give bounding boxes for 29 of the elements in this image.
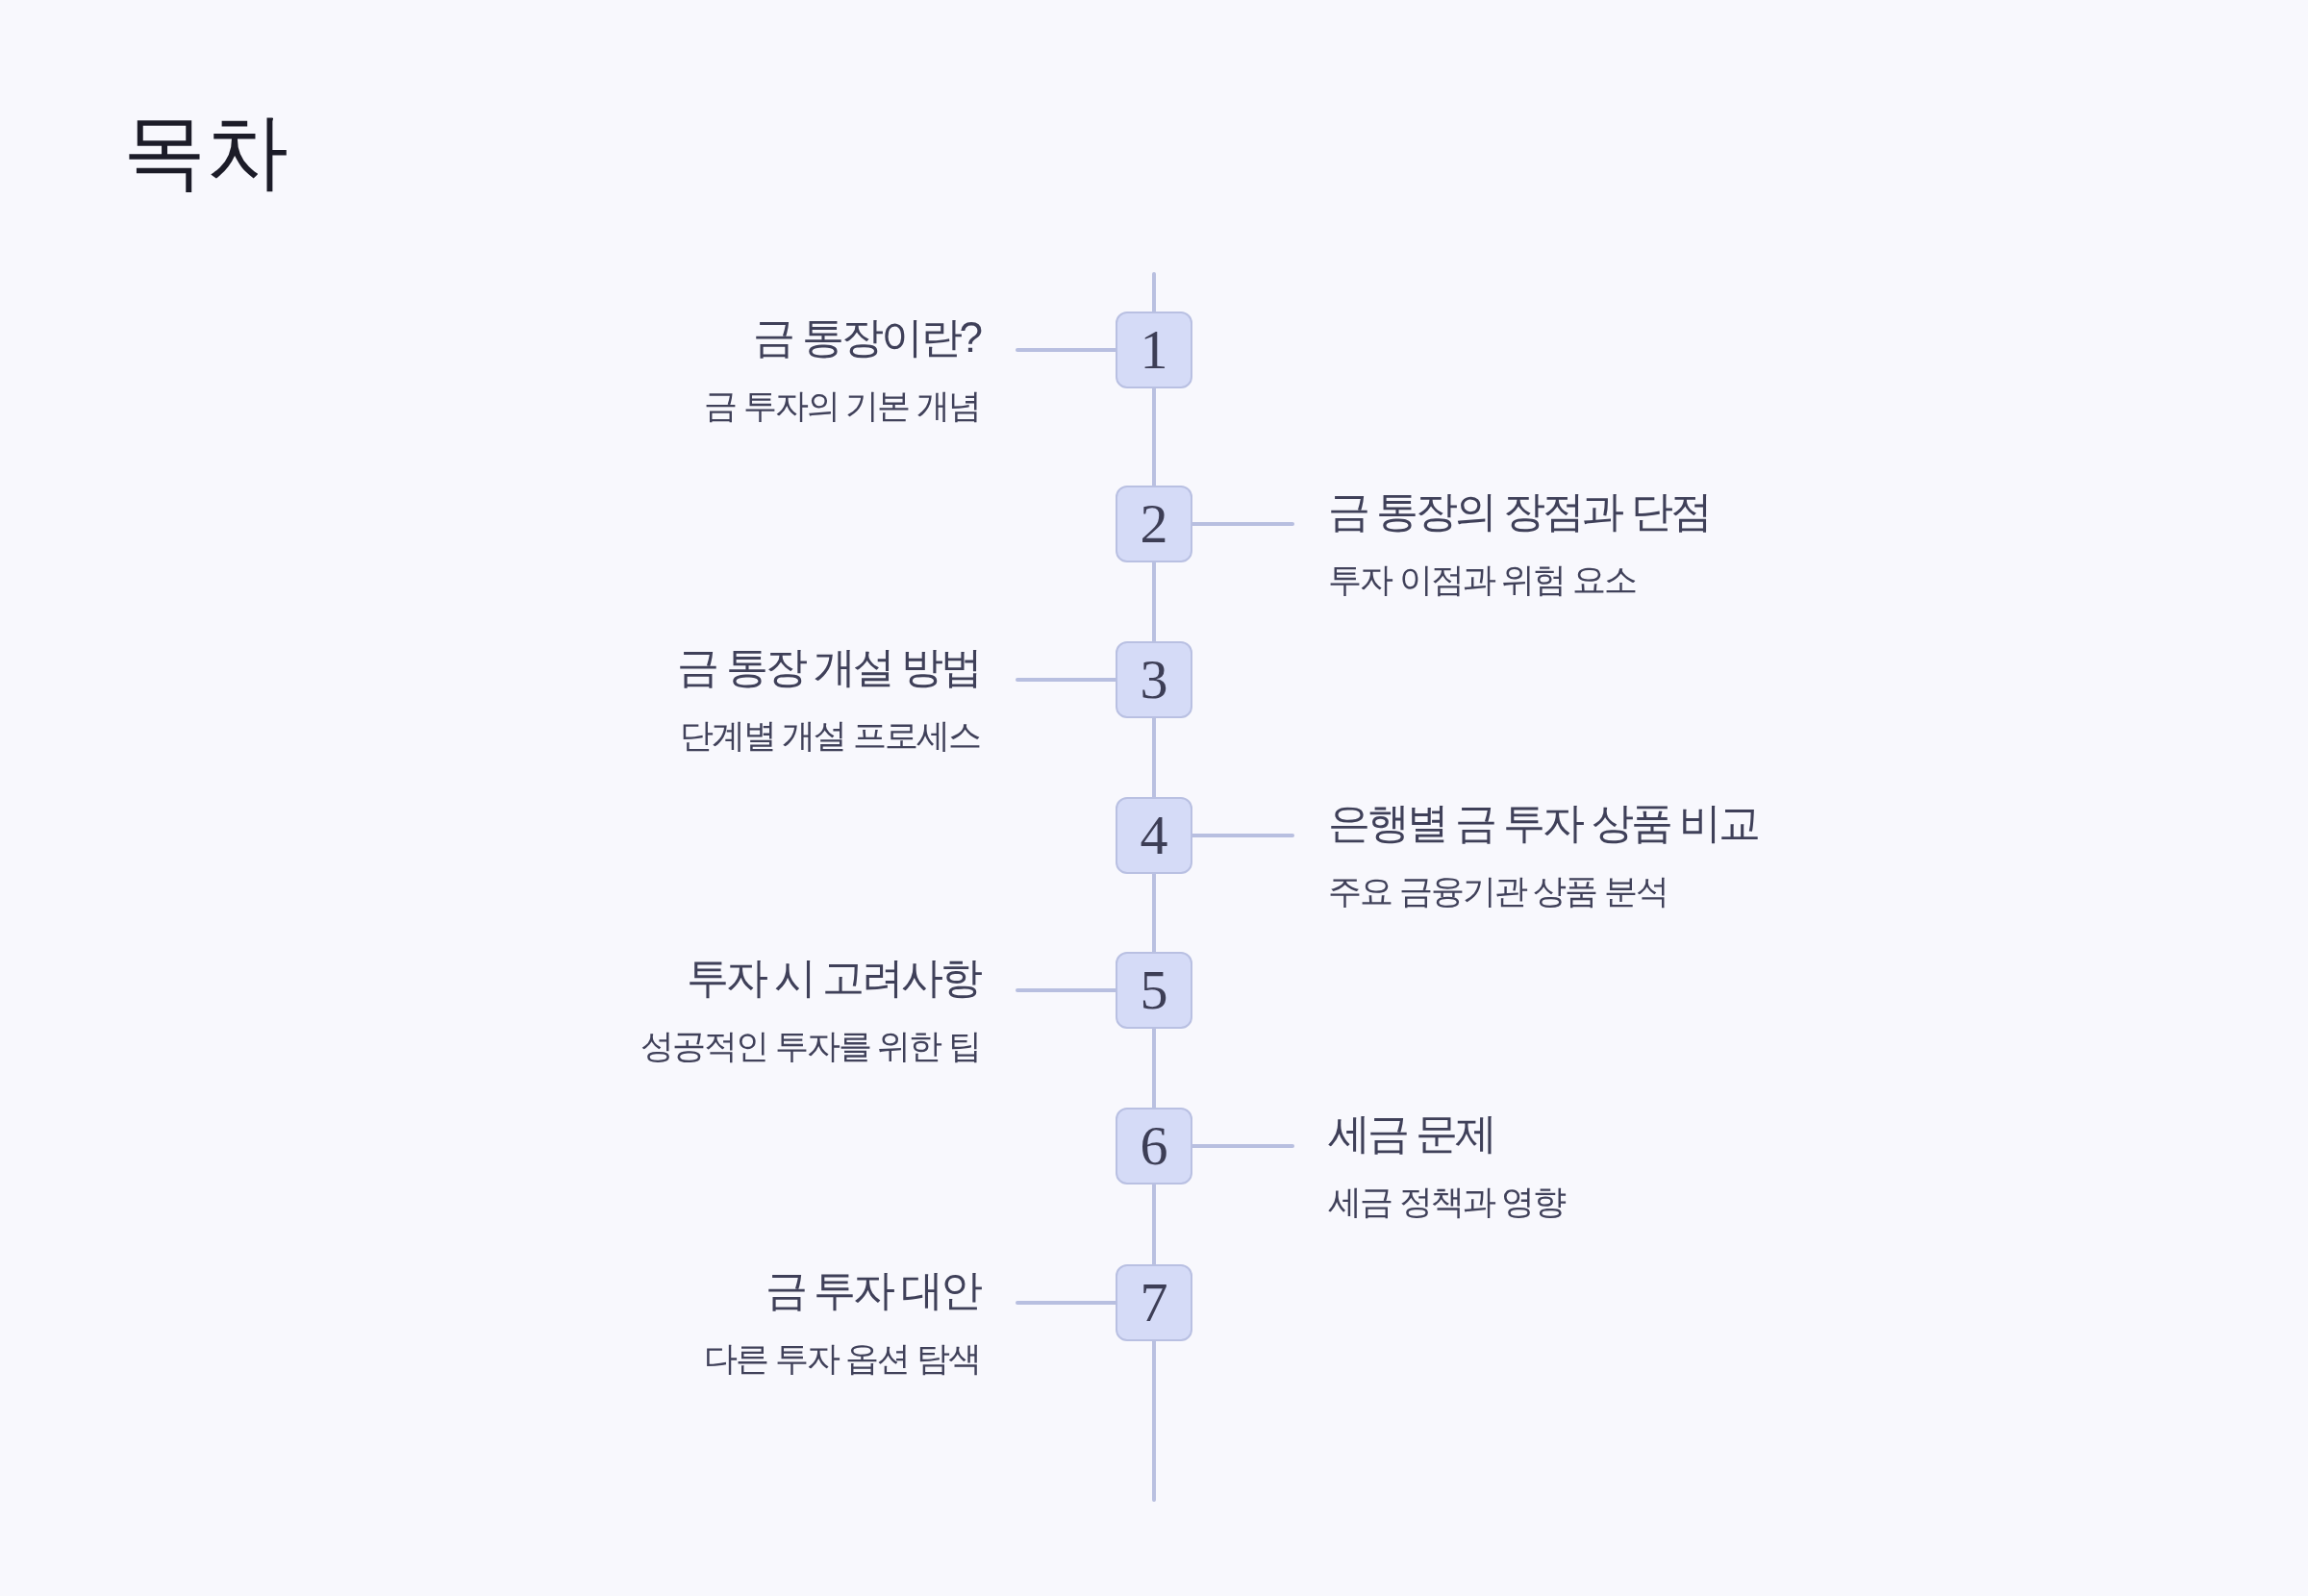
connector-line bbox=[1016, 1301, 1117, 1305]
item-subtitle: 단계별 개설 프로세스 bbox=[679, 715, 981, 756]
connector-line bbox=[1016, 678, 1117, 682]
connector-line bbox=[1191, 834, 1294, 837]
step-number-box: 3 bbox=[1116, 641, 1192, 718]
item-title: 세금 문제 bbox=[1328, 1109, 1496, 1159]
connector-line bbox=[1191, 1144, 1294, 1148]
item-title: 금 통장 개설 방법 bbox=[677, 642, 981, 692]
step-number-box: 1 bbox=[1116, 312, 1192, 388]
step-number-box: 6 bbox=[1116, 1108, 1192, 1185]
step-number-box: 7 bbox=[1116, 1264, 1192, 1341]
step-number-box: 5 bbox=[1116, 952, 1192, 1029]
item-title: 금 투자 대안 bbox=[765, 1265, 982, 1315]
page-title: 목차 bbox=[123, 104, 288, 199]
item-title: 투자 시 고려사항 bbox=[686, 953, 982, 1003]
step-number-box: 4 bbox=[1116, 797, 1192, 874]
step-number-box: 2 bbox=[1116, 486, 1192, 562]
connector-line bbox=[1016, 348, 1117, 352]
item-title: 금 통장이란? bbox=[753, 312, 982, 362]
item-title: 은행별 금 투자 상품 비교 bbox=[1328, 798, 1759, 848]
item-subtitle: 다른 투자 옵션 탐색 bbox=[703, 1338, 981, 1379]
item-subtitle: 주요 금융기관 상품 분석 bbox=[1328, 871, 1669, 911]
item-subtitle: 투자 이점과 위험 요소 bbox=[1328, 560, 1638, 600]
item-title: 금 통장의 장점과 단점 bbox=[1328, 486, 1711, 536]
connector-line bbox=[1016, 988, 1117, 992]
item-subtitle: 금 투자의 기본 개념 bbox=[703, 386, 981, 426]
item-subtitle: 세금 정책과 영향 bbox=[1328, 1182, 1567, 1222]
connector-line bbox=[1191, 522, 1294, 526]
item-subtitle: 성공적인 투자를 위한 팁 bbox=[640, 1026, 981, 1066]
